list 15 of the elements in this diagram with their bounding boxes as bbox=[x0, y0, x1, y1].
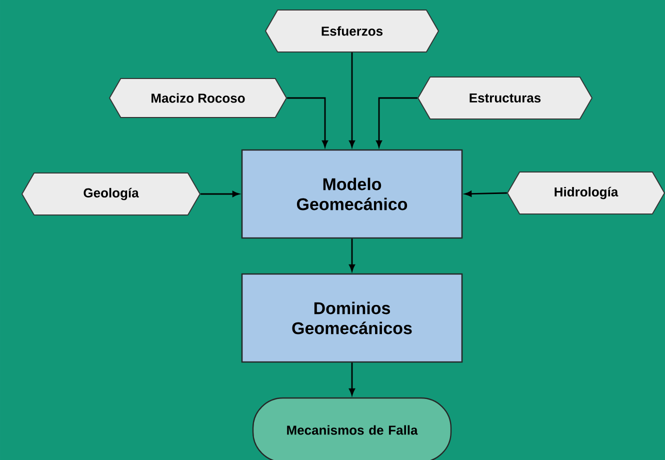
hexagon-node: Estructuras bbox=[417, 76, 593, 120]
arrow bbox=[349, 238, 355, 272]
hexagon-node: Esfuerzos bbox=[264, 10, 440, 52]
arrow bbox=[349, 362, 355, 396]
arrow bbox=[376, 97, 418, 148]
process-box: Modelo Geomecánico bbox=[241, 149, 463, 239]
arrow bbox=[287, 97, 328, 148]
arrow bbox=[349, 52, 355, 148]
hexagon-node: Macizo Rocoso bbox=[108, 78, 288, 118]
process-box: Dominios Geomecánicos bbox=[241, 273, 463, 363]
rounded-terminal: Mecanismos de Falla bbox=[252, 397, 452, 460]
arrow bbox=[200, 191, 240, 197]
hexagon-node: Hidrología bbox=[506, 172, 665, 214]
hexagon-node: Geología bbox=[21, 172, 201, 216]
arrow bbox=[464, 190, 507, 197]
